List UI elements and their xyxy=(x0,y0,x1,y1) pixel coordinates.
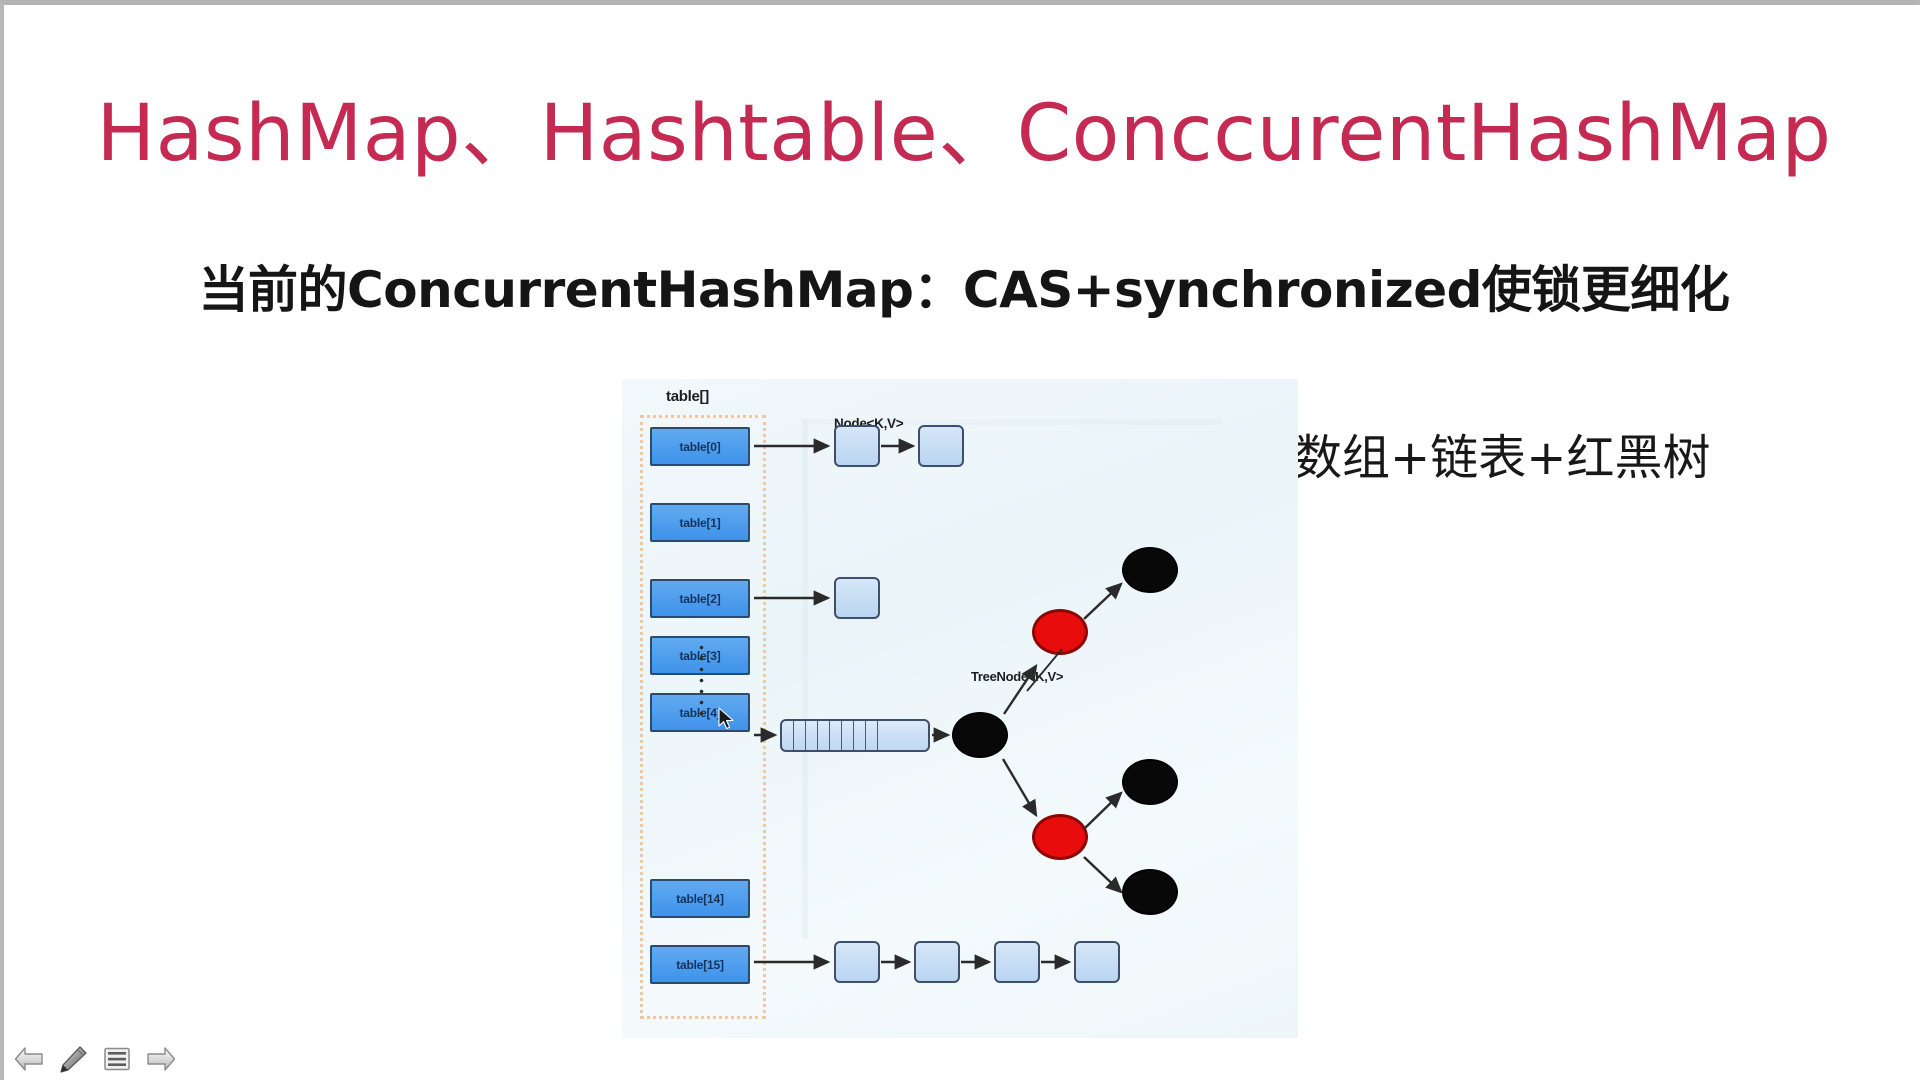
chain-cell xyxy=(854,721,866,750)
chain-cell xyxy=(842,721,854,750)
menu-button[interactable] xyxy=(100,1043,134,1075)
node-slot0-2 xyxy=(918,425,964,467)
node-slot15-2 xyxy=(914,941,960,983)
node-slot2-1 xyxy=(834,577,880,619)
side-note-text: 数组+链表+红黑树 xyxy=(1294,430,1711,486)
chain-cell xyxy=(794,721,806,750)
slide-subtitle: 当前的ConcurrentHashMap：CAS+synchronized使锁更… xyxy=(198,261,1730,319)
label-treenode-generic: TreeNode<K,V> xyxy=(971,669,1064,684)
treenode-upper-leaf-black xyxy=(1122,547,1178,593)
concurrenthashmap-structure-diagram: table[] Node<K,V> TreeNode<K,V> table[0]… xyxy=(622,379,1298,1053)
label-table-array: table[] xyxy=(666,388,709,405)
table-slots-ellipsis xyxy=(699,642,704,716)
left-arrow-icon xyxy=(14,1047,43,1071)
slide-title: HashMap、Hashtable、ConccurentHashMap xyxy=(96,89,1832,179)
treenode-lower-leaf-bottom-black xyxy=(1122,869,1178,915)
table-slot-1: table[1] xyxy=(650,503,750,542)
pen-icon xyxy=(60,1046,87,1073)
treenode-root-black xyxy=(952,712,1008,758)
node-slot15-1 xyxy=(834,941,880,983)
chain-cell xyxy=(818,721,830,750)
node-slot4-segmented-chain xyxy=(780,719,930,752)
previous-slide-button[interactable] xyxy=(12,1043,46,1075)
chain-cell xyxy=(806,721,818,750)
menu-icon xyxy=(104,1047,130,1071)
chain-cell-tail xyxy=(878,721,928,750)
node-slot15-3 xyxy=(994,941,1040,983)
pen-tool-button[interactable] xyxy=(56,1043,90,1075)
treenode-lower-leaf-top-black xyxy=(1122,759,1178,805)
node-slot15-4 xyxy=(1074,941,1120,983)
treenode-lower-red xyxy=(1032,814,1088,860)
treenode-upper-red xyxy=(1032,609,1088,655)
chain-cell xyxy=(782,721,794,750)
chain-cell xyxy=(866,721,878,750)
table-slot-14: table[14] xyxy=(650,879,750,918)
presentation-toolbar xyxy=(4,1038,1920,1080)
next-slide-button[interactable] xyxy=(144,1043,178,1075)
mouse-cursor xyxy=(718,707,734,730)
slide-canvas: HashMap、Hashtable、ConccurentHashMap 当前的C… xyxy=(4,5,1920,1053)
node-slot0-1 xyxy=(834,425,880,467)
right-arrow-icon xyxy=(147,1047,176,1071)
chain-cell xyxy=(830,721,842,750)
table-slot-15: table[15] xyxy=(650,945,750,984)
table-slot-0: table[0] xyxy=(650,427,750,466)
table-slot-2: table[2] xyxy=(650,579,750,618)
